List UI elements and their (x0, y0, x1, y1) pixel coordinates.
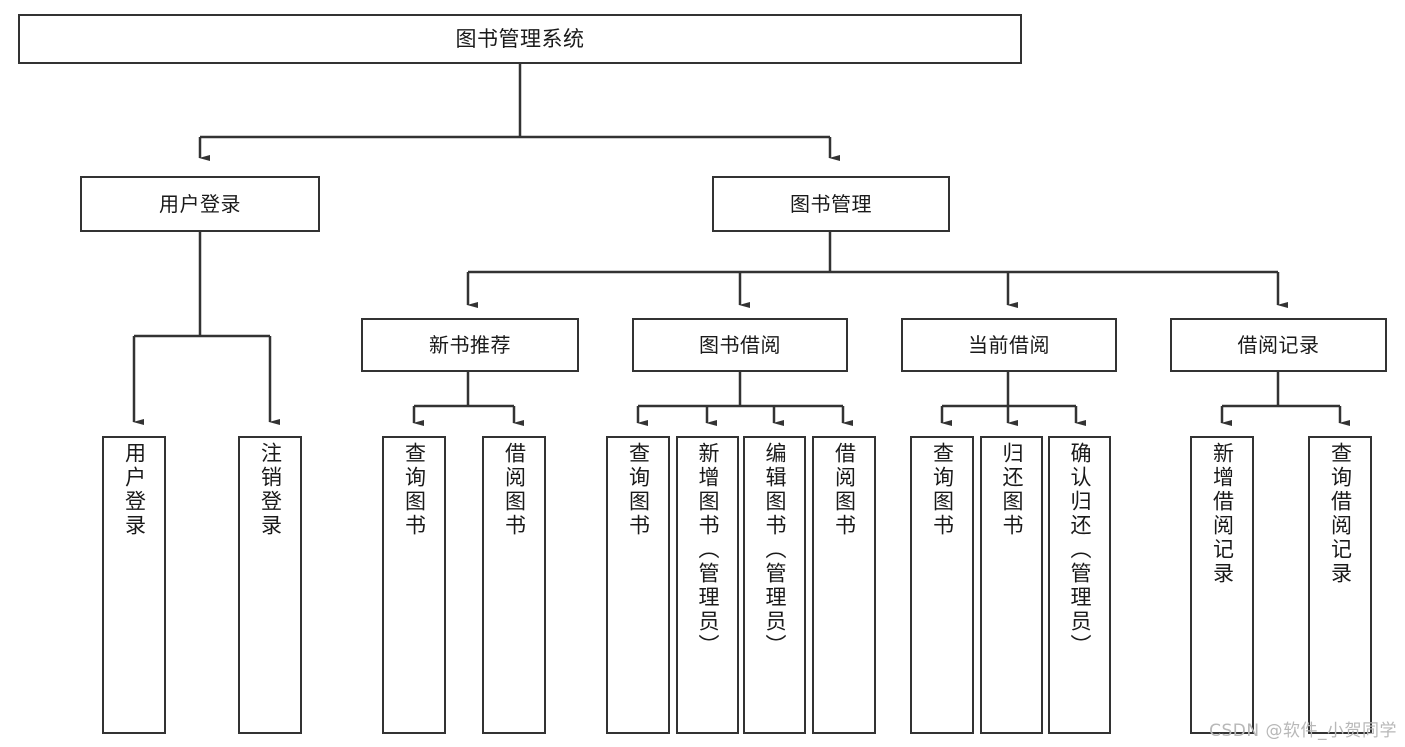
node-label: 查询图书 (402, 442, 427, 538)
node-new-book-recommend[interactable]: 新书推荐 (361, 318, 579, 372)
node-label: 用户登录 (159, 191, 241, 216)
node-book-borrow[interactable]: 图书借阅 (632, 318, 848, 372)
node-label: 查询图书 (930, 442, 955, 538)
node-label: 图书管理 (790, 191, 872, 216)
node-label: 借阅记录 (1237, 332, 1320, 357)
node-user-login[interactable]: 用户登录 (80, 176, 320, 232)
leaf-user-login-login[interactable]: 用户登录 (102, 436, 166, 734)
node-label: 注销登录 (258, 442, 283, 538)
node-label: 当前借阅 (968, 332, 1050, 357)
node-label: 编辑图书（管理员） (763, 442, 787, 658)
leaf-current-borrow-query-book[interactable]: 查询图书 (910, 436, 974, 734)
leaf-borrow-records-query-record[interactable]: 查询借阅记录 (1308, 436, 1372, 734)
node-label: 新增图书（管理员） (696, 442, 720, 658)
leaf-borrow-records-add-record[interactable]: 新增借阅记录 (1190, 436, 1254, 734)
leaf-new-book-borrow-book[interactable]: 借阅图书 (482, 436, 546, 734)
node-label: 确认归还（管理员） (1068, 442, 1092, 658)
leaf-book-borrow-borrow-book[interactable]: 借阅图书 (812, 436, 876, 734)
node-book-management[interactable]: 图书管理 (712, 176, 950, 232)
node-root-book-management-system[interactable]: 图书管理系统 (18, 14, 1022, 64)
leaf-book-borrow-query-book[interactable]: 查询图书 (606, 436, 670, 734)
leaf-book-borrow-add-book-admin[interactable]: 新增图书（管理员） (676, 436, 739, 734)
leaf-user-login-logout[interactable]: 注销登录 (238, 436, 302, 734)
node-label: 图书借阅 (699, 332, 781, 357)
node-current-borrow[interactable]: 当前借阅 (901, 318, 1117, 372)
node-label: 用户登录 (122, 442, 147, 538)
leaf-current-borrow-confirm-return-admin[interactable]: 确认归还（管理员） (1048, 436, 1111, 734)
node-label: 新增借阅记录 (1210, 442, 1235, 586)
node-label: 借阅图书 (832, 442, 857, 538)
leaf-current-borrow-return-book[interactable]: 归还图书 (980, 436, 1043, 734)
node-label: 图书管理系统 (455, 26, 585, 51)
watermark: CSDN @软件_小贺同学 (1209, 721, 1397, 741)
leaf-book-borrow-edit-book-admin[interactable]: 编辑图书（管理员） (743, 436, 806, 734)
node-label: 查询借阅记录 (1328, 442, 1353, 586)
node-label: 查询图书 (626, 442, 651, 538)
node-label: 借阅图书 (502, 442, 527, 538)
node-label: 新书推荐 (429, 332, 511, 357)
node-borrow-records[interactable]: 借阅记录 (1170, 318, 1387, 372)
node-label: 归还图书 (1000, 442, 1024, 538)
leaf-new-book-query-book[interactable]: 查询图书 (382, 436, 446, 734)
